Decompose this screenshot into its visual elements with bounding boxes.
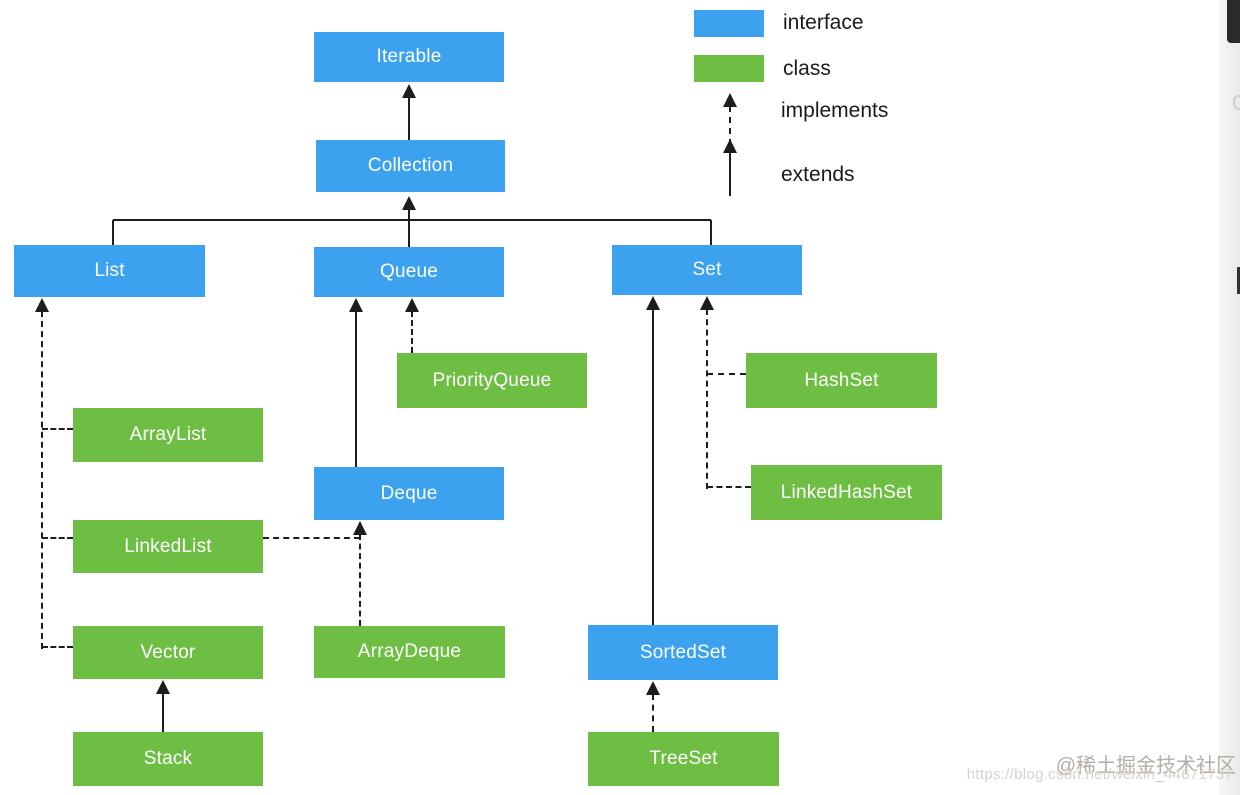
node-arraydeque: ArrayDeque: [314, 626, 505, 678]
edge-deque-queue-arrowhead: [349, 298, 363, 312]
node-hashset: HashSet: [746, 353, 937, 408]
edge-list-implementors-arrowhead: [35, 298, 49, 312]
legend-implements-arrowhead: [723, 93, 737, 107]
edge-deque-queue-line: [355, 311, 357, 467]
node-collection: Collection: [316, 140, 505, 192]
legend-extends-label: extends: [781, 163, 855, 186]
node-sortedset: SortedSet: [588, 625, 778, 680]
scrollbar-fragment: [1237, 267, 1240, 294]
edge-treeset-sortedset-line: [652, 694, 654, 732]
node-iterable: Iterable: [314, 32, 504, 82]
edge-stack-vector-arrowhead: [156, 680, 170, 694]
corner-ui-fragment: [1227, 0, 1240, 43]
edge-set-implementors-arrowhead: [700, 296, 714, 310]
node-arraylist: ArrayList: [73, 408, 263, 462]
edge-linkedlist-deque-line: [263, 537, 360, 539]
node-set: Set: [612, 245, 802, 295]
node-priorityqueue: PriorityQueue: [397, 353, 587, 408]
watermark-url: https://blog.csdn.net/weixin_44671737: [966, 766, 1233, 783]
legend-class-label: class: [783, 57, 831, 80]
node-list: List: [14, 245, 205, 297]
legend-interface-label: interface: [783, 11, 864, 34]
edge-deque-implementors-arrowhead: [353, 521, 367, 535]
edge-branch-set-drop: [710, 220, 712, 245]
legend-interface-swatch: [694, 10, 764, 37]
page-edge-band: [1219, 0, 1240, 795]
node-stack: Stack: [73, 732, 263, 786]
edge-branch-collection-arrowhead: [402, 196, 416, 210]
node-linkedlist: LinkedList: [73, 520, 263, 573]
edge-linkedlist-stub: [42, 537, 73, 539]
edge-list-implementors-trunk: [41, 311, 43, 649]
edge-branch-list-drop: [112, 220, 114, 245]
legend-class-swatch: [694, 55, 764, 82]
edge-collection-iterable-line: [408, 97, 410, 140]
node-linkedhashset: LinkedHashSet: [751, 465, 942, 520]
legend-implements-arrow: [729, 106, 731, 145]
legend-implements-label: implements: [781, 99, 889, 122]
node-queue: Queue: [314, 247, 504, 297]
edge-arraylist-stub: [42, 428, 73, 430]
edge-collection-iterable-arrowhead: [402, 84, 416, 98]
edge-treeset-sortedset-arrowhead: [646, 681, 660, 695]
edge-vector-stub: [42, 646, 73, 648]
node-deque: Deque: [314, 467, 504, 520]
node-treeset: TreeSet: [588, 732, 779, 786]
edge-priorityqueue-queue-line: [411, 311, 413, 353]
edge-hashset-stub: [707, 373, 746, 375]
edge-branch-center-line: [408, 209, 410, 247]
legend-extends-arrowhead: [723, 139, 737, 153]
node-vector: Vector: [73, 626, 263, 679]
legend-extends-arrow: [729, 152, 731, 196]
edge-sortedset-set-arrowhead: [646, 296, 660, 310]
edge-set-implementors-trunk: [706, 309, 708, 489]
edge-priorityqueue-queue-arrowhead: [405, 298, 419, 312]
edge-branch-horizontal-line: [113, 219, 711, 221]
edge-stack-vector-line: [162, 693, 164, 732]
edge-arraydeque-deque-line: [359, 534, 361, 626]
watermark-community: @稀土掘金技术社区: [1055, 755, 1236, 777]
edge-sortedset-set-line: [652, 309, 654, 625]
edge-linkedhashset-stub: [707, 486, 751, 488]
edge-glyph-fragment: [1233, 95, 1240, 110]
